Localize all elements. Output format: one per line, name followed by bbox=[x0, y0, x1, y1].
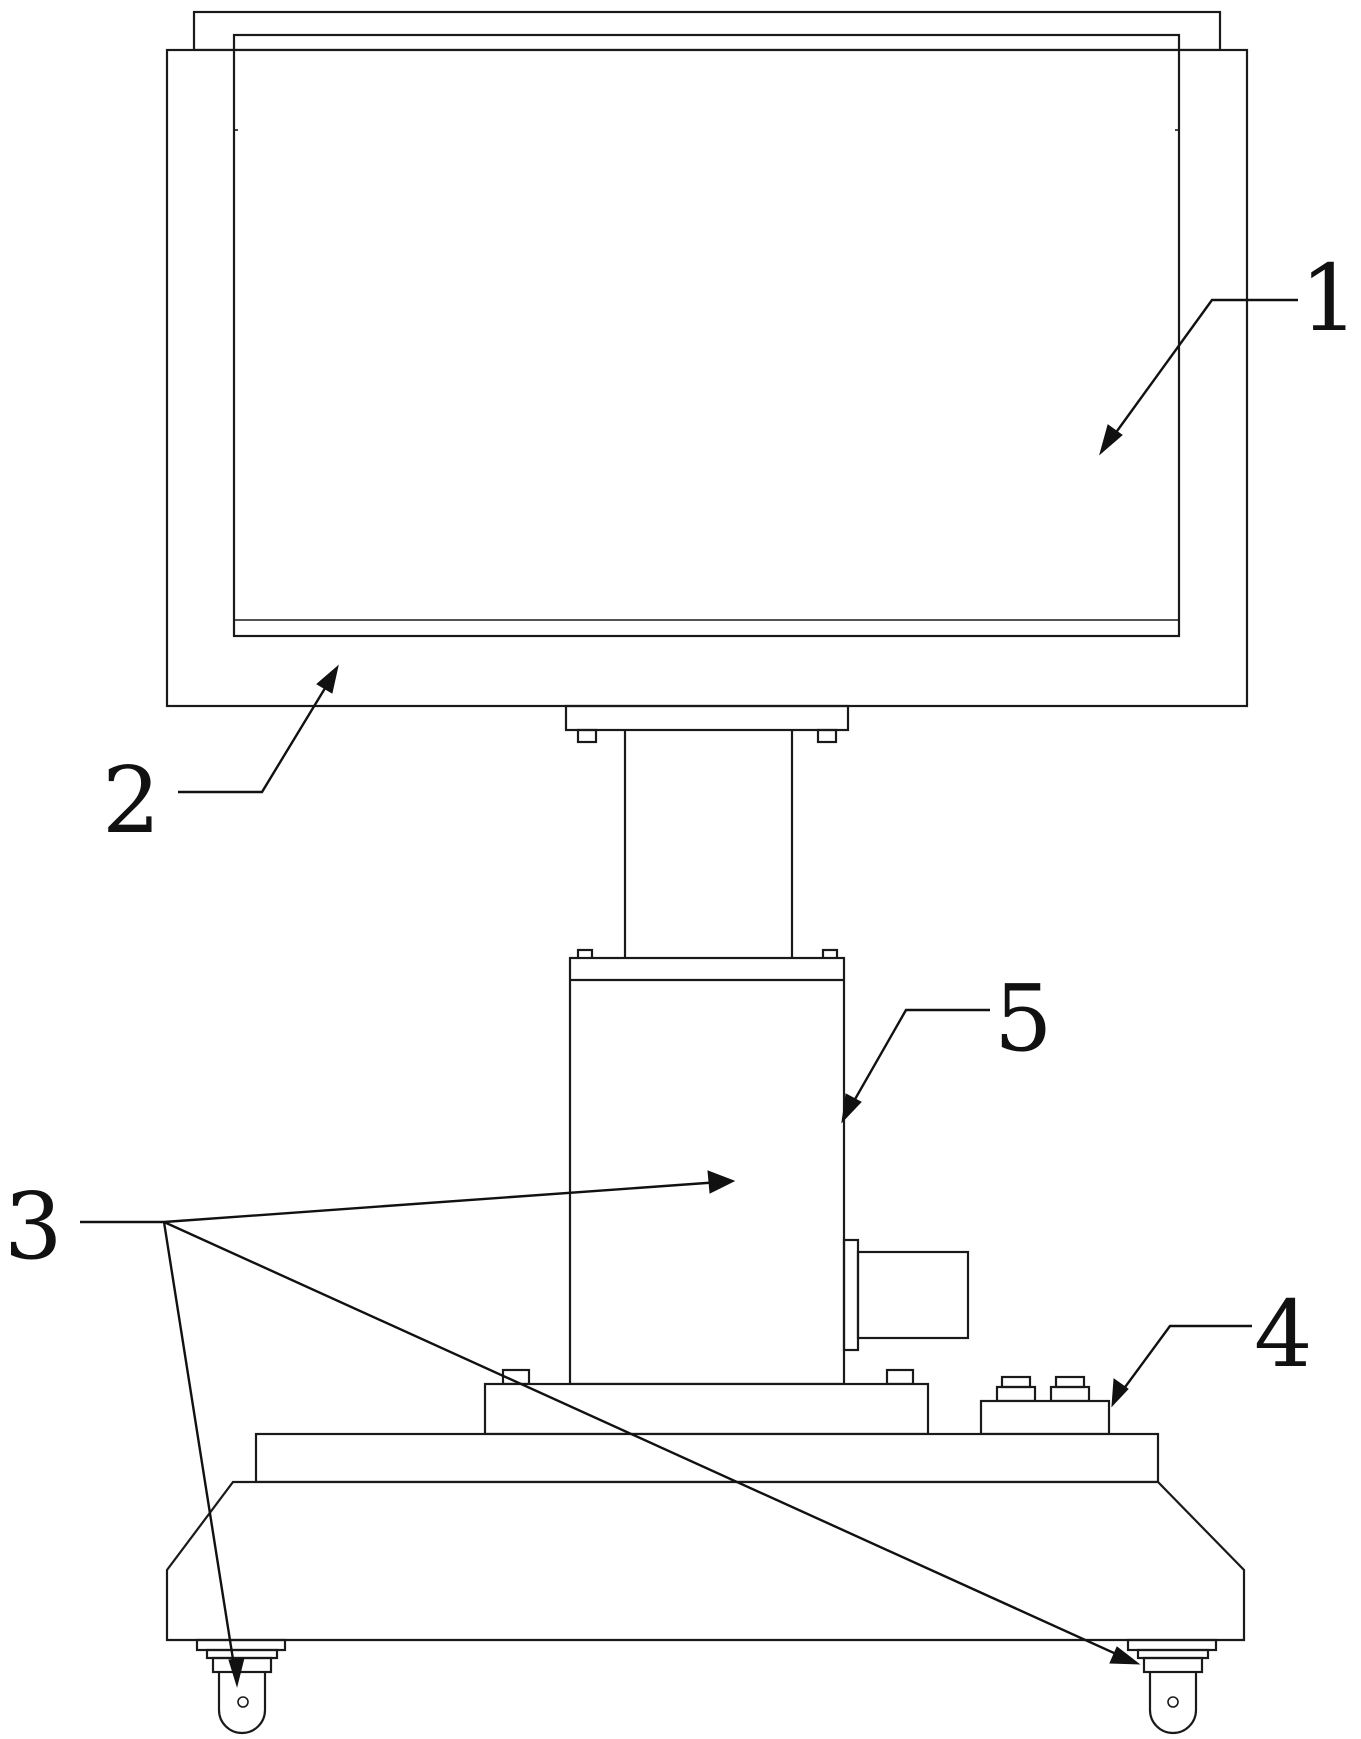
callout-label-5: 5 bbox=[994, 965, 1053, 1072]
caster-right bbox=[1126, 1638, 1218, 1735]
base-platform bbox=[165, 1432, 1246, 1642]
leader-5 bbox=[841, 1008, 990, 1124]
caster-left bbox=[195, 1638, 287, 1735]
display-screen bbox=[234, 129, 1179, 621]
callout-label-4: 4 bbox=[1254, 1281, 1313, 1388]
lift-housing bbox=[568, 948, 846, 1386]
housing-base-seat bbox=[483, 1368, 930, 1436]
upper-column bbox=[623, 730, 794, 958]
display-frame bbox=[165, 10, 1249, 708]
mount-plate bbox=[564, 704, 850, 744]
callout-label-3: 3 bbox=[4, 1173, 63, 1280]
control-box bbox=[979, 1375, 1111, 1436]
leader-1 bbox=[1099, 298, 1298, 456]
callout-label-2: 2 bbox=[102, 747, 161, 854]
leader-3 bbox=[80, 1170, 1141, 1688]
leader-2 bbox=[178, 664, 339, 794]
side-motor bbox=[842, 1238, 970, 1352]
callout-label-1: 1 bbox=[1300, 245, 1359, 352]
leader-4 bbox=[1111, 1324, 1252, 1408]
